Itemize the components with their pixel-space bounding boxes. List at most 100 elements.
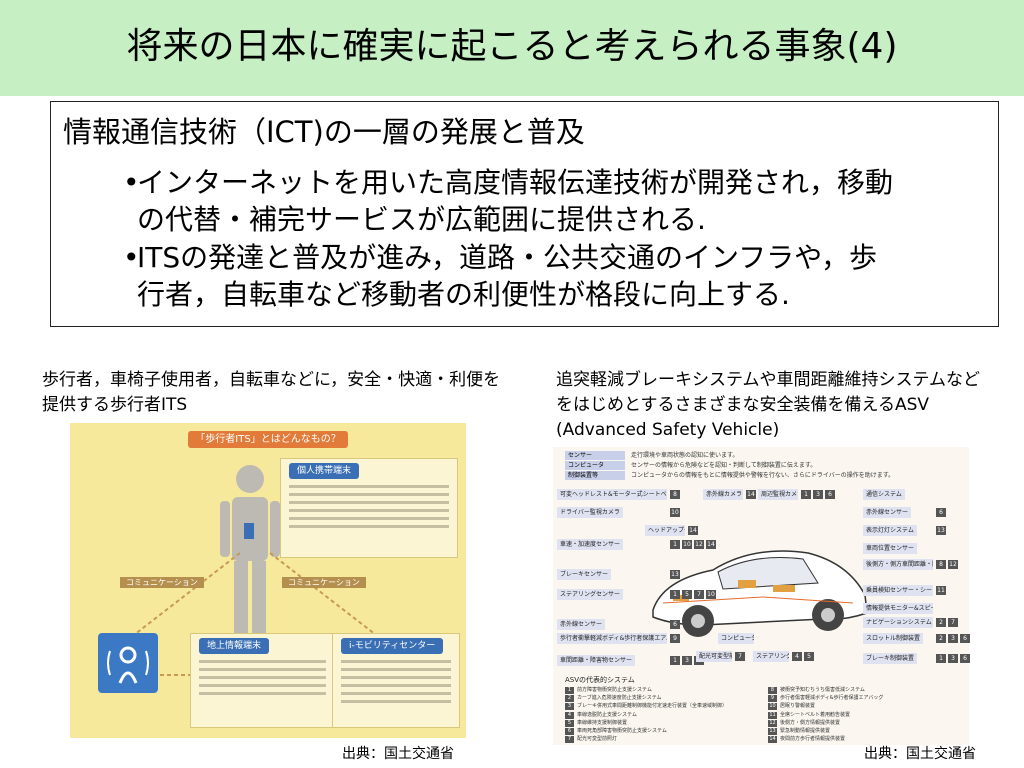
its-poster-header: 「歩行者ITS」とはどんなもの？ bbox=[188, 431, 348, 448]
asv-system-number: 13 bbox=[936, 526, 946, 535]
bullet-its: •ITSの発達と普及が進み，道路・公共交通のインフラや，歩 行者，自転車など移動… bbox=[123, 239, 983, 313]
asv-system-number: 9 bbox=[768, 695, 777, 703]
asv-callout-label: ステアリングセンサー bbox=[557, 589, 624, 600]
asv-callout-label: 通信システム bbox=[863, 489, 905, 500]
asv-system-name: 後側方・側方情報提供装置 bbox=[780, 719, 841, 726]
asv-system-number: 6 bbox=[670, 620, 680, 629]
asv-callout-label: ヘッドアップディスプレイ bbox=[645, 525, 685, 536]
ground-terminal-card: 地上情報端末 bbox=[190, 633, 335, 728]
asv-callout-label: 車両位置センサー bbox=[863, 543, 918, 554]
asv-system-number: 7 bbox=[735, 652, 745, 661]
asv-callout-label: 表示灯灯システム bbox=[863, 525, 917, 536]
content-box: 情報通信技術（ICT)の一層の発展と普及 •インターネットを用いた高度情報伝達技… bbox=[50, 101, 999, 327]
asv-system-number: 1 bbox=[565, 687, 574, 694]
asv-system-name: 車両死角部障害物衝突防止支援システム bbox=[577, 727, 667, 734]
legend-value: コンピュータからの情報をもとに情報提供や警報を行ない、さらにドライバーの操作を助… bbox=[631, 472, 895, 479]
asv-system-number: 7 bbox=[948, 618, 958, 627]
card-text-lines bbox=[199, 660, 326, 700]
asv-callout-label: 車速・加速度センサー bbox=[557, 539, 624, 550]
asv-system-number: 3 bbox=[813, 490, 823, 499]
asv-system-number: 1 bbox=[670, 590, 680, 599]
asv-system-number: 5 bbox=[565, 719, 574, 727]
mobility-center-card: i-モビリティセンター bbox=[332, 633, 460, 728]
asv-system-number: 14 bbox=[768, 736, 777, 744]
asv-system-number: 5 bbox=[682, 590, 692, 599]
pedestrian-its-caption: 歩行者，車椅子使用者，自転車などに，安全・快適・利便を提供する歩行者ITS bbox=[42, 370, 501, 415]
bullet-dot: • bbox=[123, 166, 140, 199]
asv-system-number: 13 bbox=[768, 727, 777, 735]
asv-system-number: 1 bbox=[670, 656, 680, 665]
asv-system-number: 3 bbox=[565, 703, 574, 711]
asv-system-name: カーブ進入危険速度防止支援システム bbox=[577, 695, 662, 702]
asv-system-number: 1 bbox=[670, 540, 680, 549]
communication-label: コミュニケーション bbox=[282, 577, 366, 588]
asv-callout-label: 情報提供モニター&スピーカー bbox=[863, 603, 933, 614]
asv-system-number: 8 bbox=[768, 687, 777, 694]
asv-system-number: 6 bbox=[825, 490, 835, 499]
communication-label: コミュニケーション bbox=[120, 577, 204, 588]
asv-system-number: 11 bbox=[936, 586, 946, 595]
asv-system-number: 3 bbox=[948, 634, 958, 643]
asv-system-number: 14 bbox=[746, 490, 756, 499]
asv-system-number: 6 bbox=[936, 508, 946, 517]
asv-system-name: 被衝突予知むちうち傷害低減システム bbox=[780, 687, 865, 693]
asv-legend-row: コンピュータセンサーの情報から危険などを認知・判断して制御装置に伝えます。 bbox=[565, 461, 816, 470]
asv-system-number: 14 bbox=[706, 540, 716, 549]
asv-callout-label: ドライバー監視カメラ bbox=[557, 507, 623, 518]
asv-system-name: ブレーキ併用式車間距離制御機能付定速走行装置（全車速域制御） bbox=[577, 703, 728, 710]
legend-key: 制御装置等 bbox=[565, 471, 625, 480]
card-text-lines bbox=[289, 485, 449, 533]
car-icon bbox=[652, 550, 868, 637]
asv-system-number: 2 bbox=[565, 695, 574, 703]
asv-system-number: 10 bbox=[682, 540, 692, 549]
card-text-lines bbox=[341, 660, 451, 708]
asv-system-number: 5 bbox=[804, 652, 814, 661]
legend-value: センサーの情報から危険などを認知・判断して制御装置に伝えます。 bbox=[631, 462, 817, 469]
asv-system-number: 1 bbox=[936, 654, 946, 663]
asv-callout-label: 歩行者衝撃軽減ボディ&歩行者保護エアバッグ bbox=[557, 633, 667, 644]
slide-title: 将来の日本に確実に起こると考えられる事象(4) bbox=[126, 26, 898, 67]
card-title: 個人携帯端末 bbox=[289, 463, 360, 479]
asv-system-number: 7 bbox=[565, 736, 574, 744]
asv-callout-label: 可変ヘッドレスト&モーター式シートベルトプリテンショナー bbox=[557, 489, 667, 500]
mobile-terminal-card: 個人携帯端末 bbox=[280, 458, 458, 558]
asv-system-number: 6 bbox=[960, 654, 970, 663]
asv-legend-row: センサー走行環境や車両状態の認知に使います。 bbox=[565, 451, 738, 460]
asv-callout-label: 赤外線カメラ bbox=[703, 489, 743, 500]
asv-system-number: 2 bbox=[936, 634, 946, 643]
asv-system-number: 3 bbox=[948, 654, 958, 663]
asv-system-name: 歩行者傷害軽減ボディ&歩行者保護エアバッグ bbox=[780, 695, 884, 702]
pedestrian-its-image: 「歩行者ITS」とはどんなもの？ コミュニケーション コミュニケーション 個人携… bbox=[70, 423, 466, 738]
asv-system-name: 車線維持支援制御装置 bbox=[577, 719, 628, 726]
asv-system-number: 12 bbox=[694, 540, 704, 549]
asv-system-name: 緊急制動情報提供装置 bbox=[780, 727, 831, 734]
asv-callout-label: 配光可変型前照灯 bbox=[696, 651, 732, 662]
asv-system-number: 12 bbox=[768, 719, 777, 727]
asv-system-number: 2 bbox=[936, 618, 946, 627]
asv-system-number: 14 bbox=[688, 526, 698, 535]
box-heading: 情報通信技術（ICT)の一層の発展と普及 bbox=[63, 115, 585, 149]
asv-callout-label: ナビゲーションシステム bbox=[863, 617, 933, 628]
asv-system-number: 8 bbox=[936, 560, 946, 569]
asv-callout-label: ブレーキ制御装置 bbox=[863, 653, 918, 664]
asv-system-number: 1 bbox=[801, 490, 811, 499]
asv-system-number: 10 bbox=[768, 703, 777, 711]
bullet-line: ITSの発達と普及が進み，道路・公共交通のインフラや，歩 bbox=[137, 241, 878, 274]
asv-callout-label: 車間距離・障害物センサー bbox=[557, 655, 636, 666]
asv-system-number: 10 bbox=[706, 590, 716, 599]
asv-callout-label: スロットル制御装置 bbox=[863, 633, 924, 644]
asv-list-title: ASVの代表的システム bbox=[565, 676, 635, 684]
ground-terminal-icon bbox=[98, 633, 158, 693]
asv-callout-label: 赤外線センサー bbox=[557, 619, 606, 630]
